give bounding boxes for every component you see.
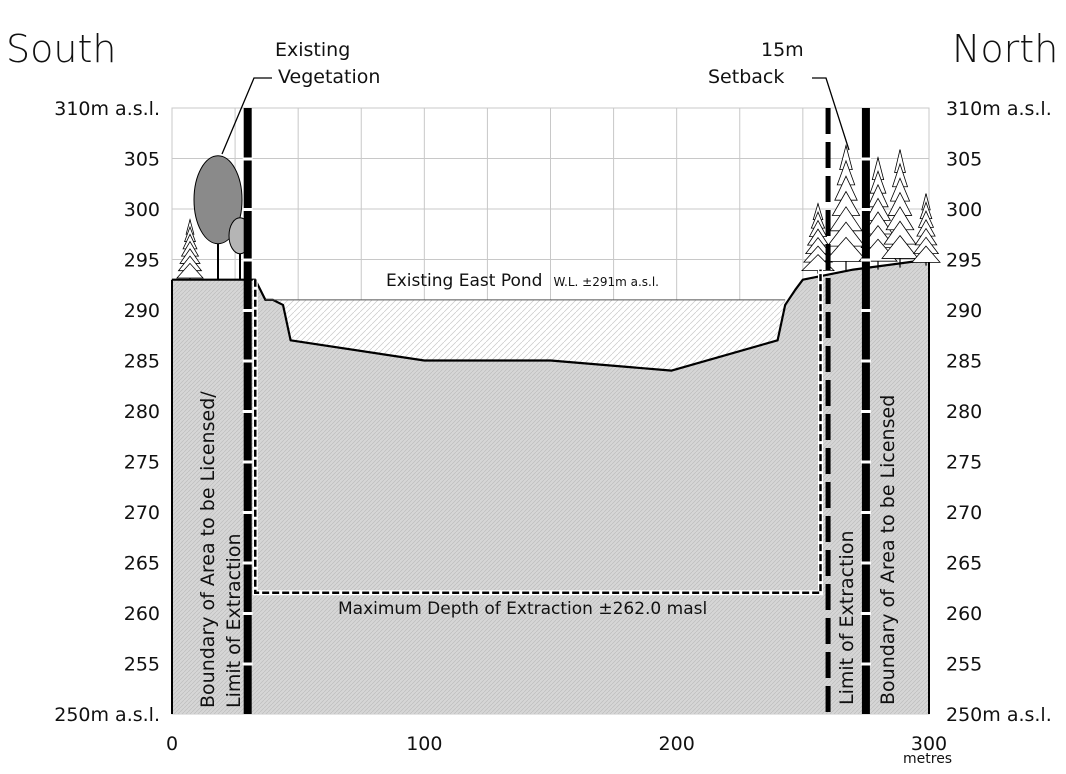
axis-ticks: 310m a.s.l. 305 300 295 290 285 280 275 270 265 26…	[54, 98, 1052, 755]
tree-foliage	[176, 262, 204, 279]
setback-leader	[812, 77, 850, 151]
vegetation-callout: Existing Vegetation	[221, 39, 380, 155]
x-tick-label: 100	[406, 733, 442, 755]
pond-label: Existing East Pond W.L. ±291m a.s.l.	[386, 271, 659, 291]
conifer-tree	[881, 149, 919, 268]
south-title: South	[6, 27, 116, 71]
y-tick-label-right: 275	[946, 452, 982, 474]
y-tick-label-left: 255	[124, 654, 160, 676]
boundary-lines	[242, 108, 871, 714]
pond-water-level: W.L. ±291m a.s.l.	[554, 275, 659, 289]
y-tick-label-left: 295	[124, 250, 160, 272]
y-tick-label-right: 285	[946, 351, 982, 373]
south-boundary-label-line1: Boundary of Area to be Licensed/	[197, 391, 219, 708]
max-depth-label: Maximum Depth of Extraction ±262.0 masl	[338, 599, 707, 619]
south-boundary-line-gap	[242, 359, 253, 363]
south-boundary-line-gap	[242, 309, 253, 312]
y-tick-label-right: 250m a.s.l.	[946, 704, 1052, 726]
vegetation-callout-line2: Vegetation	[278, 66, 380, 88]
south-boundary-line-gap	[242, 208, 253, 211]
x-tick-label: 0	[166, 733, 178, 755]
conifer-tree	[911, 193, 941, 266]
south-boundary-label-line2: Limit of Extraction	[223, 534, 245, 709]
y-tick-label-left: 275	[124, 452, 160, 474]
y-tick-label-left: 270	[124, 502, 160, 524]
y-tick-label-right: 290	[946, 300, 982, 322]
south-boundary-line-gap	[242, 511, 253, 514]
tree-foliage	[824, 236, 868, 262]
north-boundary-line-gap	[860, 410, 871, 413]
x-tick-label: 200	[659, 733, 695, 755]
north-title: North	[952, 27, 1058, 71]
y-tick-label-left: 290	[124, 300, 160, 322]
y-tick-label-right: 255	[946, 654, 982, 676]
x-tick-label: 300	[911, 733, 947, 755]
y-tick-label-right: 260	[946, 603, 982, 625]
y-tick-label-right: 295	[946, 250, 982, 272]
north-extraction-label: Limit of Extraction	[836, 531, 858, 706]
north-boundary-line-gap	[860, 511, 871, 514]
south-boundary-line-gap	[242, 460, 253, 464]
south-boundary-line-gap	[242, 662, 253, 666]
south-boundary-line-gap	[242, 157, 253, 161]
north-boundary-line-gap	[860, 612, 871, 615]
north-boundary-line-gap	[860, 561, 871, 565]
south-boundary-line-gap	[242, 612, 253, 615]
north-boundary-line-gap	[860, 258, 871, 262]
y-tick-label-left: 285	[124, 351, 160, 373]
conifer-tree	[824, 144, 868, 272]
north-boundary-line-gap	[860, 157, 871, 161]
south-boundary-line-gap	[242, 258, 253, 262]
maximum-depth-line	[254, 269, 822, 595]
y-tick-label-left: 310m a.s.l.	[54, 98, 160, 120]
y-tick-label-left: 300	[124, 199, 160, 221]
setback-callout: 15m Setback	[708, 39, 850, 151]
y-tick-label-right: 310m a.s.l.	[946, 98, 1052, 120]
north-boundary-line-gap	[860, 359, 871, 363]
y-tick-label-right: 300	[946, 199, 982, 221]
north-boundary-line-gap	[860, 662, 871, 666]
south-boundary-line-gap	[242, 561, 253, 565]
y-tick-label-left: 260	[124, 603, 160, 625]
ground-fill	[172, 259, 929, 714]
y-tick-label-left: 305	[124, 149, 160, 171]
conifer-tree	[176, 218, 204, 280]
north-boundary-line-gap	[860, 460, 871, 464]
setback-callout-line1: 15m	[761, 39, 804, 61]
north-boundary-line-gap	[860, 309, 871, 312]
existing-vegetation	[176, 144, 941, 280]
y-tick-label-right: 270	[946, 502, 982, 524]
tree-canopy	[193, 155, 243, 245]
deciduous-tree	[193, 155, 243, 280]
y-tick-label-right: 280	[946, 401, 982, 423]
setback-callout-line2: Setback	[708, 66, 784, 88]
y-tick-label-right: 265	[946, 553, 982, 575]
y-tick-label-left: 250m a.s.l.	[54, 704, 160, 726]
tree-foliage	[911, 245, 941, 263]
y-tick-label-left: 265	[124, 553, 160, 575]
south-boundary-line-gap	[242, 410, 253, 413]
tree-foliage	[881, 234, 919, 259]
vegetation-callout-line1: Existing	[275, 39, 350, 61]
north-boundary-line-gap	[860, 208, 871, 211]
north-boundary-label: Boundary of Area to be Licensed	[877, 395, 899, 705]
y-tick-label-left: 280	[124, 401, 160, 423]
x-unit-label: metres	[903, 751, 952, 767]
ground-profile	[171, 258, 930, 714]
vegetation-leader	[221, 77, 272, 155]
pond-name: Existing East Pond	[386, 271, 542, 291]
y-tick-label-right: 305	[946, 149, 982, 171]
